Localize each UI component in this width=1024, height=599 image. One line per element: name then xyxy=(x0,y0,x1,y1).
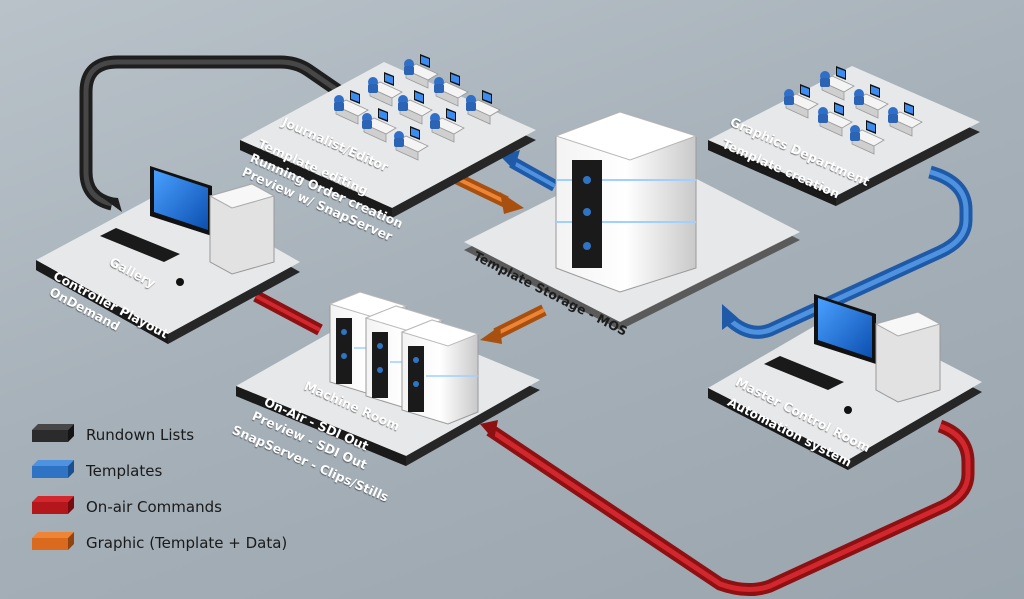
graphic-arrowhead-machine xyxy=(480,326,502,344)
workstation-icon xyxy=(404,54,439,89)
workstation-icon xyxy=(394,126,429,161)
legend-item-rundown: Rundown Lists xyxy=(30,420,330,456)
mcr-workstation-icon xyxy=(764,294,942,414)
server-rack-icon xyxy=(400,319,480,425)
storage-server-icon xyxy=(554,111,698,293)
workstation-icon xyxy=(362,108,397,143)
legend-swatch-onair xyxy=(32,496,74,514)
rundown-flow-line-highlight xyxy=(83,59,342,207)
graphics-workstations xyxy=(784,66,923,155)
legend-item-graphic: Graphic (Template + Data) xyxy=(30,528,330,564)
legend-item-templates: Templates xyxy=(30,456,330,492)
legend-label-templates: Templates xyxy=(86,462,163,480)
workstation-icon xyxy=(854,84,889,119)
templates-arrowhead-mcr xyxy=(722,304,738,330)
graphic-flow-journalist-line-highlight xyxy=(455,176,507,204)
legend-item-onair: On-air Commands xyxy=(30,492,330,528)
workstation-icon xyxy=(818,102,853,137)
graphic-arrowhead-storage xyxy=(500,192,524,214)
workstation-icon xyxy=(820,66,855,101)
workstation-icon xyxy=(430,108,465,143)
legend-swatch-templates xyxy=(32,460,74,478)
workstation-icon xyxy=(368,72,403,107)
workstation-icon xyxy=(334,90,369,125)
workstation-icon xyxy=(850,120,885,155)
templates-flow-line-highlight xyxy=(726,169,969,335)
templates-flow-storage-line-highlight xyxy=(511,160,556,188)
workstation-icon xyxy=(466,90,501,125)
workstation-icon xyxy=(434,72,469,107)
legend: Rundown Lists Templates On-air Commands … xyxy=(30,420,330,564)
workstation-icon xyxy=(398,90,433,125)
legend-label-rundown: Rundown Lists xyxy=(86,426,195,444)
journalist-platform xyxy=(240,62,536,218)
onair-arrowhead-machine xyxy=(480,420,498,440)
onair-flow-gallery-line-highlight xyxy=(255,294,321,332)
legend-swatch-rundown xyxy=(32,424,74,442)
legend-label-onair: On-air Commands xyxy=(86,498,222,516)
journalist-workstations xyxy=(334,54,501,161)
workstation-icon xyxy=(888,102,923,137)
onair-flow-line xyxy=(486,419,975,596)
graphic-flow-machine-line-highlight xyxy=(495,308,545,336)
workstation-icon xyxy=(784,84,819,119)
onair-flow-line-highlight xyxy=(488,423,971,592)
gallery-workstation-icon xyxy=(100,166,276,286)
rundown-arrowhead xyxy=(100,196,122,212)
legend-label-graphic: Graphic (Template + Data) xyxy=(86,534,288,552)
machine-room-servers-icon xyxy=(328,291,480,425)
legend-swatch-graphic xyxy=(32,532,74,550)
